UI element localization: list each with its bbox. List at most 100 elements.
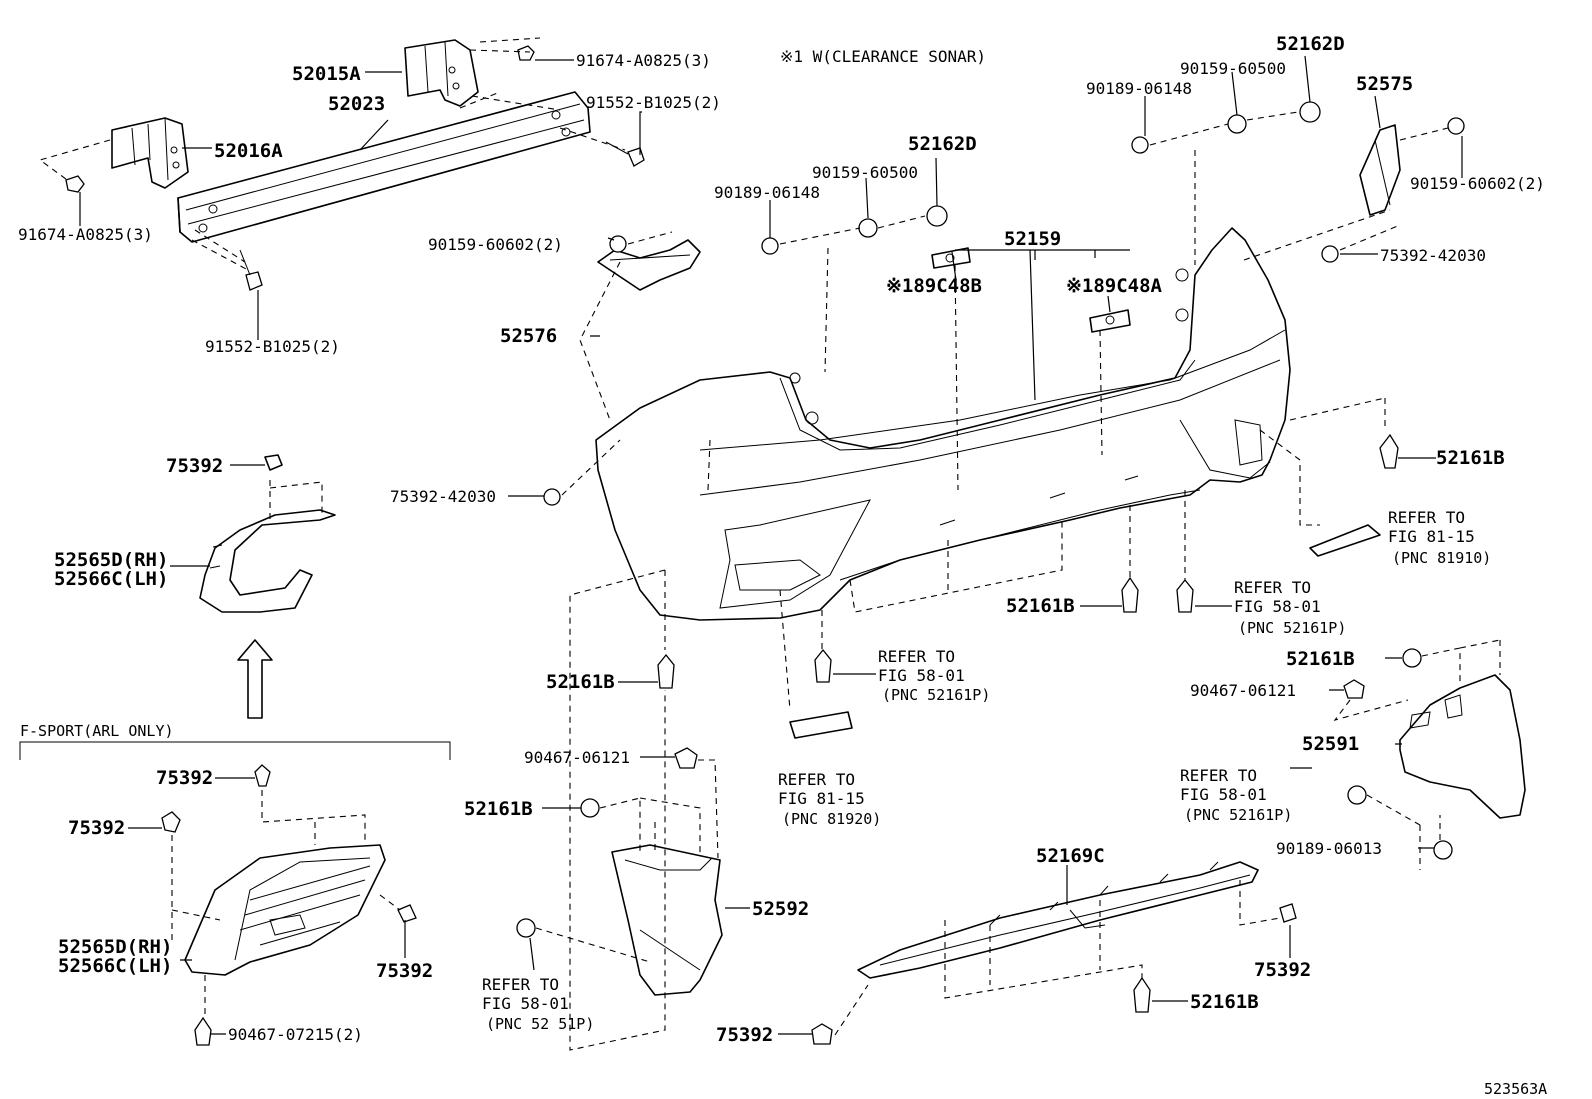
label-90189-06148-top: 90189-06148 [1086, 79, 1192, 98]
label-52162D-mid: 52162D [908, 133, 977, 155]
label-91552-left: 91552-B1025(2) [205, 337, 340, 356]
rear-bumper-cover [595, 227, 1291, 621]
label-52161B-l1: 52161B [546, 671, 615, 693]
label-90189-06148-mid: 90189-06148 [714, 183, 820, 202]
clip-75392-grille-top [254, 764, 271, 787]
clip-90189-06013 [1433, 840, 1453, 860]
label-89C48B: ※189C48B [886, 275, 982, 297]
refer-8115-m-line3: (PNC 81920) [782, 810, 881, 828]
clip-75392-grille-left [161, 811, 181, 833]
section-label: F-SPORT(ARL ONLY) [20, 722, 174, 740]
nut-90159-60500-mid [858, 218, 878, 238]
clip-75392-grille-right [397, 904, 417, 923]
clip-52161P-guard [516, 918, 536, 938]
reflector-81910 [1309, 524, 1381, 557]
clip-75392-diffuser-right [1279, 903, 1297, 923]
clip-52161B-left [657, 653, 675, 689]
label-90159-60500-top: 90159-60500 [1180, 59, 1286, 78]
refer-5801-r-line3: (PNC 52161P) [1184, 806, 1292, 824]
label-52159: 52159 [1004, 228, 1061, 250]
label-75392-42030-right: 75392-42030 [1380, 246, 1486, 265]
label-90189-06013: 90189-06013 [1276, 839, 1382, 858]
label-52566C-a: 52566C(LH) [54, 568, 168, 590]
nut-90159-60500-top [1227, 114, 1247, 134]
refer-5801-l-line3: (PNC 52 51P) [486, 1015, 594, 1033]
refer-5801-c-line3: (PNC 52161P) [1238, 619, 1346, 637]
bumper-reinforcement-group [38, 37, 645, 291]
label-90159-60602-left: 90159-60602(2) [428, 235, 563, 254]
refer-5801-b-line3: (PNC 52161P) [882, 686, 990, 704]
reinforcement-bracket-right [404, 39, 479, 107]
label-90467-07215: 90467-07215(2) [228, 1025, 363, 1044]
label-52565D-a: 52565D(RH) [54, 549, 168, 571]
clip-52161B-guard-right [1402, 648, 1422, 668]
label-52161B-b: 52161B [1190, 991, 1259, 1013]
refer-5801-c-line1: REFER TO [1234, 578, 1311, 597]
bolt-91552-top [605, 141, 645, 167]
refer-5801-b-line2: FIG 58-01 [878, 666, 965, 685]
label-75392-e: 75392 [716, 1024, 773, 1046]
refer-5801-r-line1: REFER TO [1180, 766, 1257, 785]
screw-90159-60602-right [1447, 117, 1465, 135]
label-52161B-c1: 52161B [1006, 595, 1075, 617]
sensor-bracket-89C48B [931, 247, 971, 269]
refer-8115-m-line2: FIG 81-15 [778, 789, 865, 808]
label-90159-60602-right: 90159-60602(2) [1410, 174, 1545, 193]
splash-guard-52591 [1333, 639, 1526, 870]
clip-75392-diffuser-left [811, 1023, 833, 1045]
refer-5801-b-line1: REFER TO [878, 647, 955, 666]
label-52015A: 52015A [292, 63, 361, 85]
cap-52162D-top [1299, 101, 1321, 123]
label-75392-b: 75392 [156, 767, 213, 789]
label-52576: 52576 [500, 325, 557, 347]
nut-90467-06121-l [674, 747, 698, 769]
label-75392-a: 75392 [166, 455, 223, 477]
label-52161B-r1: 52161B [1436, 447, 1505, 469]
label-52161B-l2: 52161B [464, 798, 533, 820]
refer-5801-c-line2: FIG 58-01 [1234, 597, 1321, 616]
lower-diffuser-52169C [811, 861, 1297, 1045]
screw-75392-42030-left [543, 488, 561, 506]
label-90159-60500-mid: 90159-60500 [812, 163, 918, 182]
label-52016A: 52016A [214, 140, 283, 162]
refer-5801-l-line1: REFER TO [482, 975, 559, 994]
refer-8115-r-line1: REFER TO [1388, 508, 1465, 527]
label-52575: 52575 [1356, 73, 1413, 95]
refer-5801-l-line2: FIG 58-01 [482, 994, 569, 1013]
lamp-grille-52565D-b [161, 764, 417, 1046]
label-52566C-b: 52566C(LH) [58, 955, 172, 977]
screw-75392-42030-right [1321, 245, 1339, 263]
sensor-bracket-89C48A [1089, 309, 1131, 333]
label-52591: 52591 [1302, 733, 1359, 755]
clip-90189-06148-mid [761, 237, 779, 255]
screw-90159-60602-left [609, 235, 627, 253]
label-75392-f: 75392 [1254, 959, 1311, 981]
label-52023: 52023 [328, 93, 385, 115]
refer-8115-r-line2: FIG 81-15 [1388, 527, 1475, 546]
label-89C48A: ※189C48A [1066, 275, 1163, 297]
splash-guard-52592 [516, 747, 723, 996]
label-91552-top: 91552-B1025(2) [586, 93, 721, 112]
clip-90189-06148-top [1131, 136, 1149, 154]
diagram-id: 523563A [1484, 1080, 1547, 1098]
nut-90467-06121-r [1343, 679, 1365, 699]
clip-52161B-diffuser [1133, 976, 1151, 1013]
label-52162D-top: 52162D [1276, 33, 1345, 55]
clip-52161B-guard [580, 798, 600, 818]
label-91674-top: 91674-A0825(3) [576, 51, 711, 70]
bolt-91674-top [517, 45, 535, 61]
label-52565D-b: 52565D(RH) [58, 936, 172, 958]
clip-90467-07215 [194, 1016, 212, 1046]
label-52169C: 52169C [1036, 845, 1105, 867]
label-91674-left: 91674-A0825(3) [18, 225, 153, 244]
refer-5801-r-line2: FIG 58-01 [1180, 785, 1267, 804]
clip-52161P-center [1176, 578, 1194, 613]
refer-8115-r-line3: (PNC 81910) [1392, 549, 1491, 567]
reinforcement-bracket-left [111, 117, 189, 189]
header-note: ※1 W(CLEARANCE SONAR) [780, 47, 986, 66]
label-75392-d: 75392 [376, 960, 433, 982]
bolt-91552-left [239, 249, 263, 291]
clip-52161B-right [1379, 433, 1399, 469]
clip-52161P-guard-right [1347, 785, 1367, 805]
